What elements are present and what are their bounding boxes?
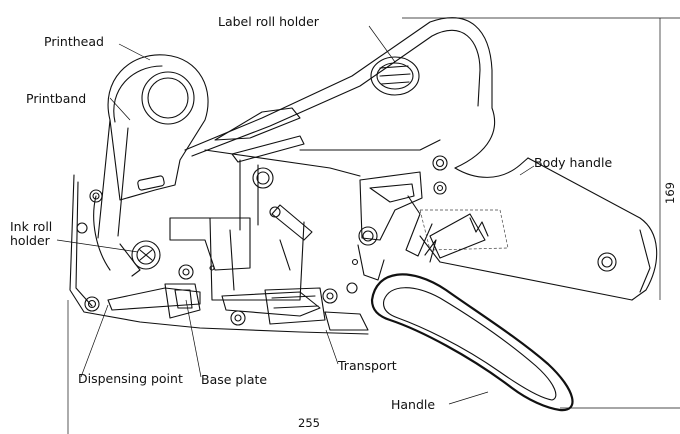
label-ink-roll-holder-2: holder: [10, 233, 50, 248]
transport-mechanism: [264, 258, 369, 331]
upper-body: [184, 17, 658, 301]
label-base-plate: Base plate: [201, 372, 268, 387]
label-label-roll-holder: Label roll holder: [218, 14, 319, 29]
label-dispensing-point: Dispensing point: [78, 371, 183, 386]
base-plate: [107, 283, 321, 319]
label-printband: Printband: [26, 91, 87, 106]
dimension-width: 255: [298, 416, 320, 430]
hand-lever: [370, 273, 574, 412]
label-printhead: Printhead: [44, 34, 104, 49]
printhead-arm: [97, 54, 209, 239]
frame: [69, 139, 448, 335]
label-ink-roll-holder-1: Ink roll: [10, 219, 53, 234]
dimension-height: 169: [663, 182, 677, 204]
trigger-mechanism: [357, 171, 509, 281]
leader-lines: [56, 25, 535, 405]
label-handle: Handle: [391, 397, 436, 412]
ink-roll-holder: [119, 240, 161, 277]
label-transport: Transport: [338, 358, 397, 373]
label-body-handle: Body handle: [534, 155, 613, 170]
